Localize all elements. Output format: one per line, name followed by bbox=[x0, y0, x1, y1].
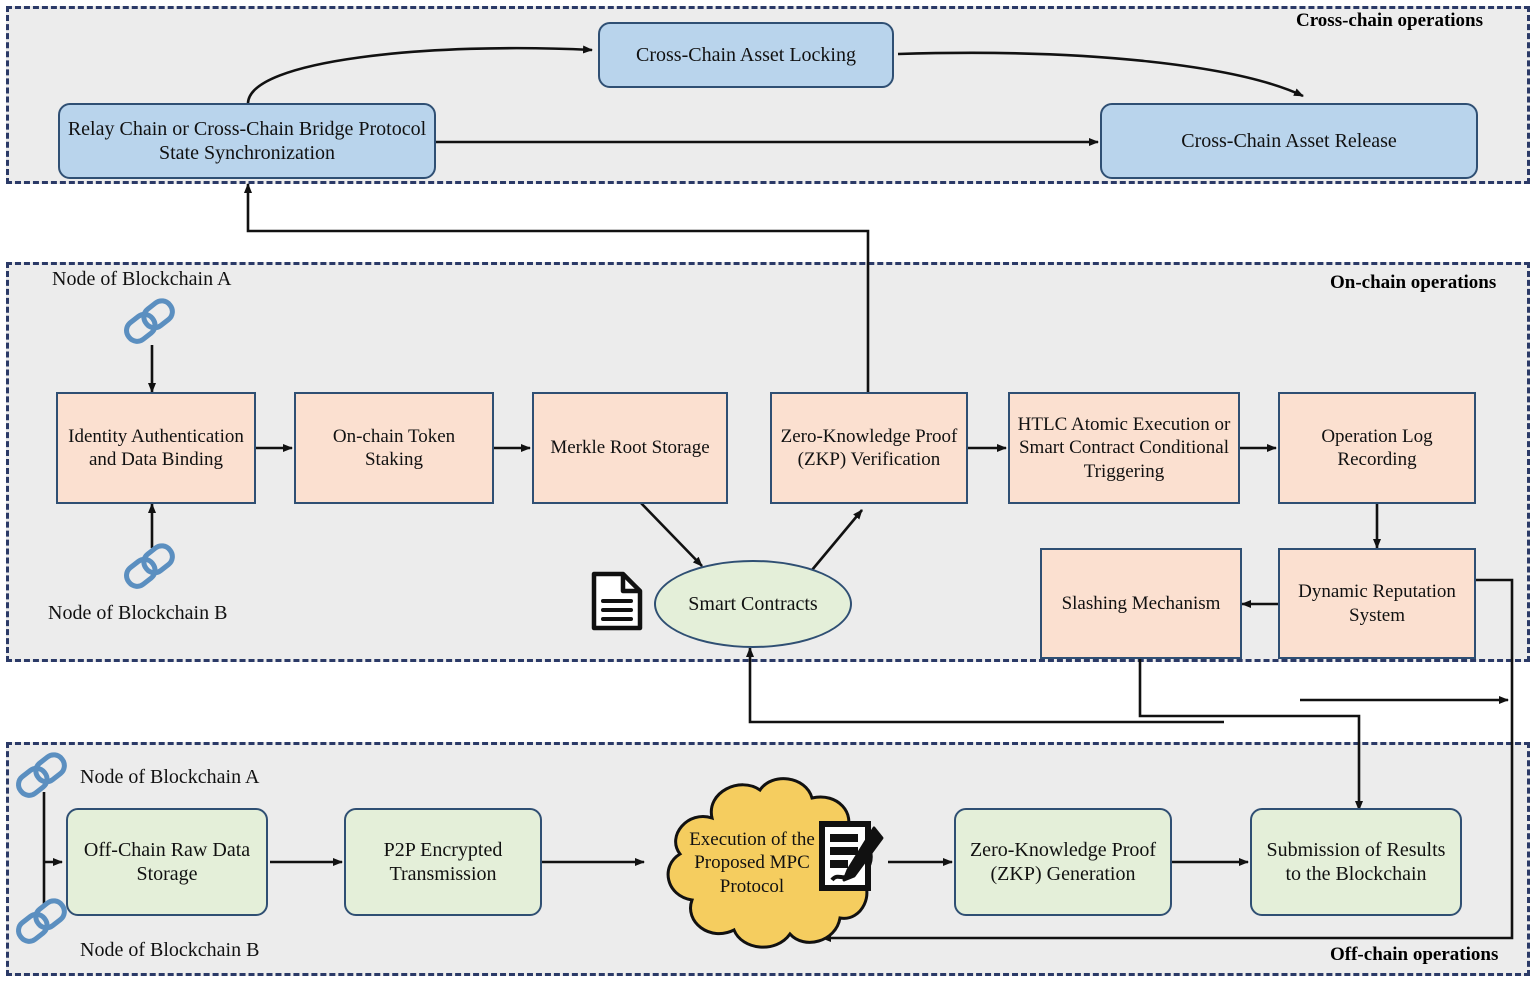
node-label: Merkle Root Storage bbox=[550, 437, 710, 459]
node-label: Dynamic Reputation System bbox=[1298, 581, 1456, 626]
chain-link-icon bbox=[14, 898, 76, 950]
edge-slashing-to-submission bbox=[1138, 659, 1363, 811]
node-label: Relay Chain or Cross-Chain Bridge Protoc… bbox=[67, 117, 427, 164]
signed-contract-pen-icon bbox=[816, 818, 884, 894]
edge-offchain-to-contracts bbox=[746, 647, 1224, 724]
node-label: Off-Chain Raw Data Storage bbox=[83, 838, 251, 885]
node-p2p-encrypted-transmission[interactable]: P2P Encrypted Transmission bbox=[344, 808, 542, 916]
node-mpc-protocol-cloud[interactable] bbox=[640, 772, 890, 954]
node-label: Zero-Knowledge Proof (ZKP) Verification bbox=[780, 425, 958, 470]
label-node-of-blockchain-a-offchain: Node of Blockchain A bbox=[80, 766, 260, 788]
node-onchain-token-staking[interactable]: On-chain Token Staking bbox=[294, 392, 494, 504]
node-operation-log-recording[interactable]: Operation Log Recording bbox=[1278, 392, 1476, 504]
edge-zkpverify-to-relay bbox=[244, 183, 870, 392]
node-slashing-mechanism[interactable]: Slashing Mechanism bbox=[1040, 548, 1242, 659]
node-label: HTLC Atomic Execution or Smart Contract … bbox=[1017, 414, 1231, 482]
edge-locking-to-release bbox=[897, 51, 1304, 98]
zone-label-off-chain: Off-chain operations bbox=[1330, 944, 1499, 965]
chain-link-icon bbox=[122, 543, 184, 595]
zone-label-on-chain: On-chain operations bbox=[1330, 272, 1497, 293]
node-zkp-generation[interactable]: Zero-Knowledge Proof (ZKP) Generation bbox=[954, 808, 1172, 916]
node-cross-chain-asset-locking[interactable]: Cross-Chain Asset Locking bbox=[598, 22, 894, 88]
node-label: Operation Log Recording bbox=[1321, 425, 1433, 470]
zone-label-cross-chain: Cross-chain operations bbox=[1296, 10, 1484, 31]
node-label: Identity Authentication and Data Binding bbox=[68, 425, 244, 470]
chain-link-icon bbox=[14, 752, 76, 804]
node-label: P2P Encrypted Transmission bbox=[383, 838, 503, 885]
node-label: Submission of Results to the Blockchain bbox=[1266, 838, 1446, 885]
node-identity-authentication[interactable]: Identity Authentication and Data Binding bbox=[56, 392, 256, 504]
node-offchain-raw-data-storage[interactable]: Off-Chain Raw Data Storage bbox=[66, 808, 268, 916]
node-cross-chain-asset-release[interactable]: Cross-Chain Asset Release bbox=[1100, 103, 1478, 179]
node-htlc-atomic-execution[interactable]: HTLC Atomic Execution or Smart Contract … bbox=[1008, 392, 1240, 504]
node-label: Zero-Knowledge Proof (ZKP) Generation bbox=[969, 838, 1157, 885]
label-node-of-blockchain-b-onchain: Node of Blockchain B bbox=[48, 602, 228, 624]
node-label: Execution of the Proposed MPC Protocol bbox=[689, 829, 815, 897]
node-zkp-verification[interactable]: Zero-Knowledge Proof (ZKP) Verification bbox=[770, 392, 968, 504]
node-label: On-chain Token Staking bbox=[332, 425, 456, 470]
node-submission-of-results[interactable]: Submission of Results to the Blockchain bbox=[1250, 808, 1462, 916]
label-node-of-blockchain-b-offchain: Node of Blockchain B bbox=[80, 939, 260, 961]
node-label: Slashing Mechanism bbox=[1061, 592, 1221, 614]
node-label: Cross-Chain Asset Locking bbox=[636, 43, 856, 66]
edge-relay-to-locking bbox=[246, 45, 593, 104]
node-smart-contracts[interactable]: Smart Contracts bbox=[654, 560, 852, 648]
node-merkle-root-storage[interactable]: Merkle Root Storage bbox=[532, 392, 728, 504]
edge-rail-to-mpc bbox=[821, 700, 1514, 942]
node-label: Smart Contracts bbox=[688, 592, 818, 615]
edge-contracts-to-zkpverify bbox=[811, 509, 863, 571]
chain-link-icon bbox=[122, 298, 184, 350]
edge-merkle-to-contracts bbox=[639, 501, 703, 567]
node-mpc-protocol-label: Execution of the Proposed MPC Protocol bbox=[672, 790, 832, 936]
document-icon bbox=[589, 570, 645, 632]
node-relay-chain[interactable]: Relay Chain or Cross-Chain Bridge Protoc… bbox=[58, 103, 436, 179]
node-dynamic-reputation-system[interactable]: Dynamic Reputation System bbox=[1278, 548, 1476, 659]
label-node-of-blockchain-a-onchain: Node of Blockchain A bbox=[52, 268, 232, 290]
node-label: Cross-Chain Asset Release bbox=[1181, 129, 1397, 152]
